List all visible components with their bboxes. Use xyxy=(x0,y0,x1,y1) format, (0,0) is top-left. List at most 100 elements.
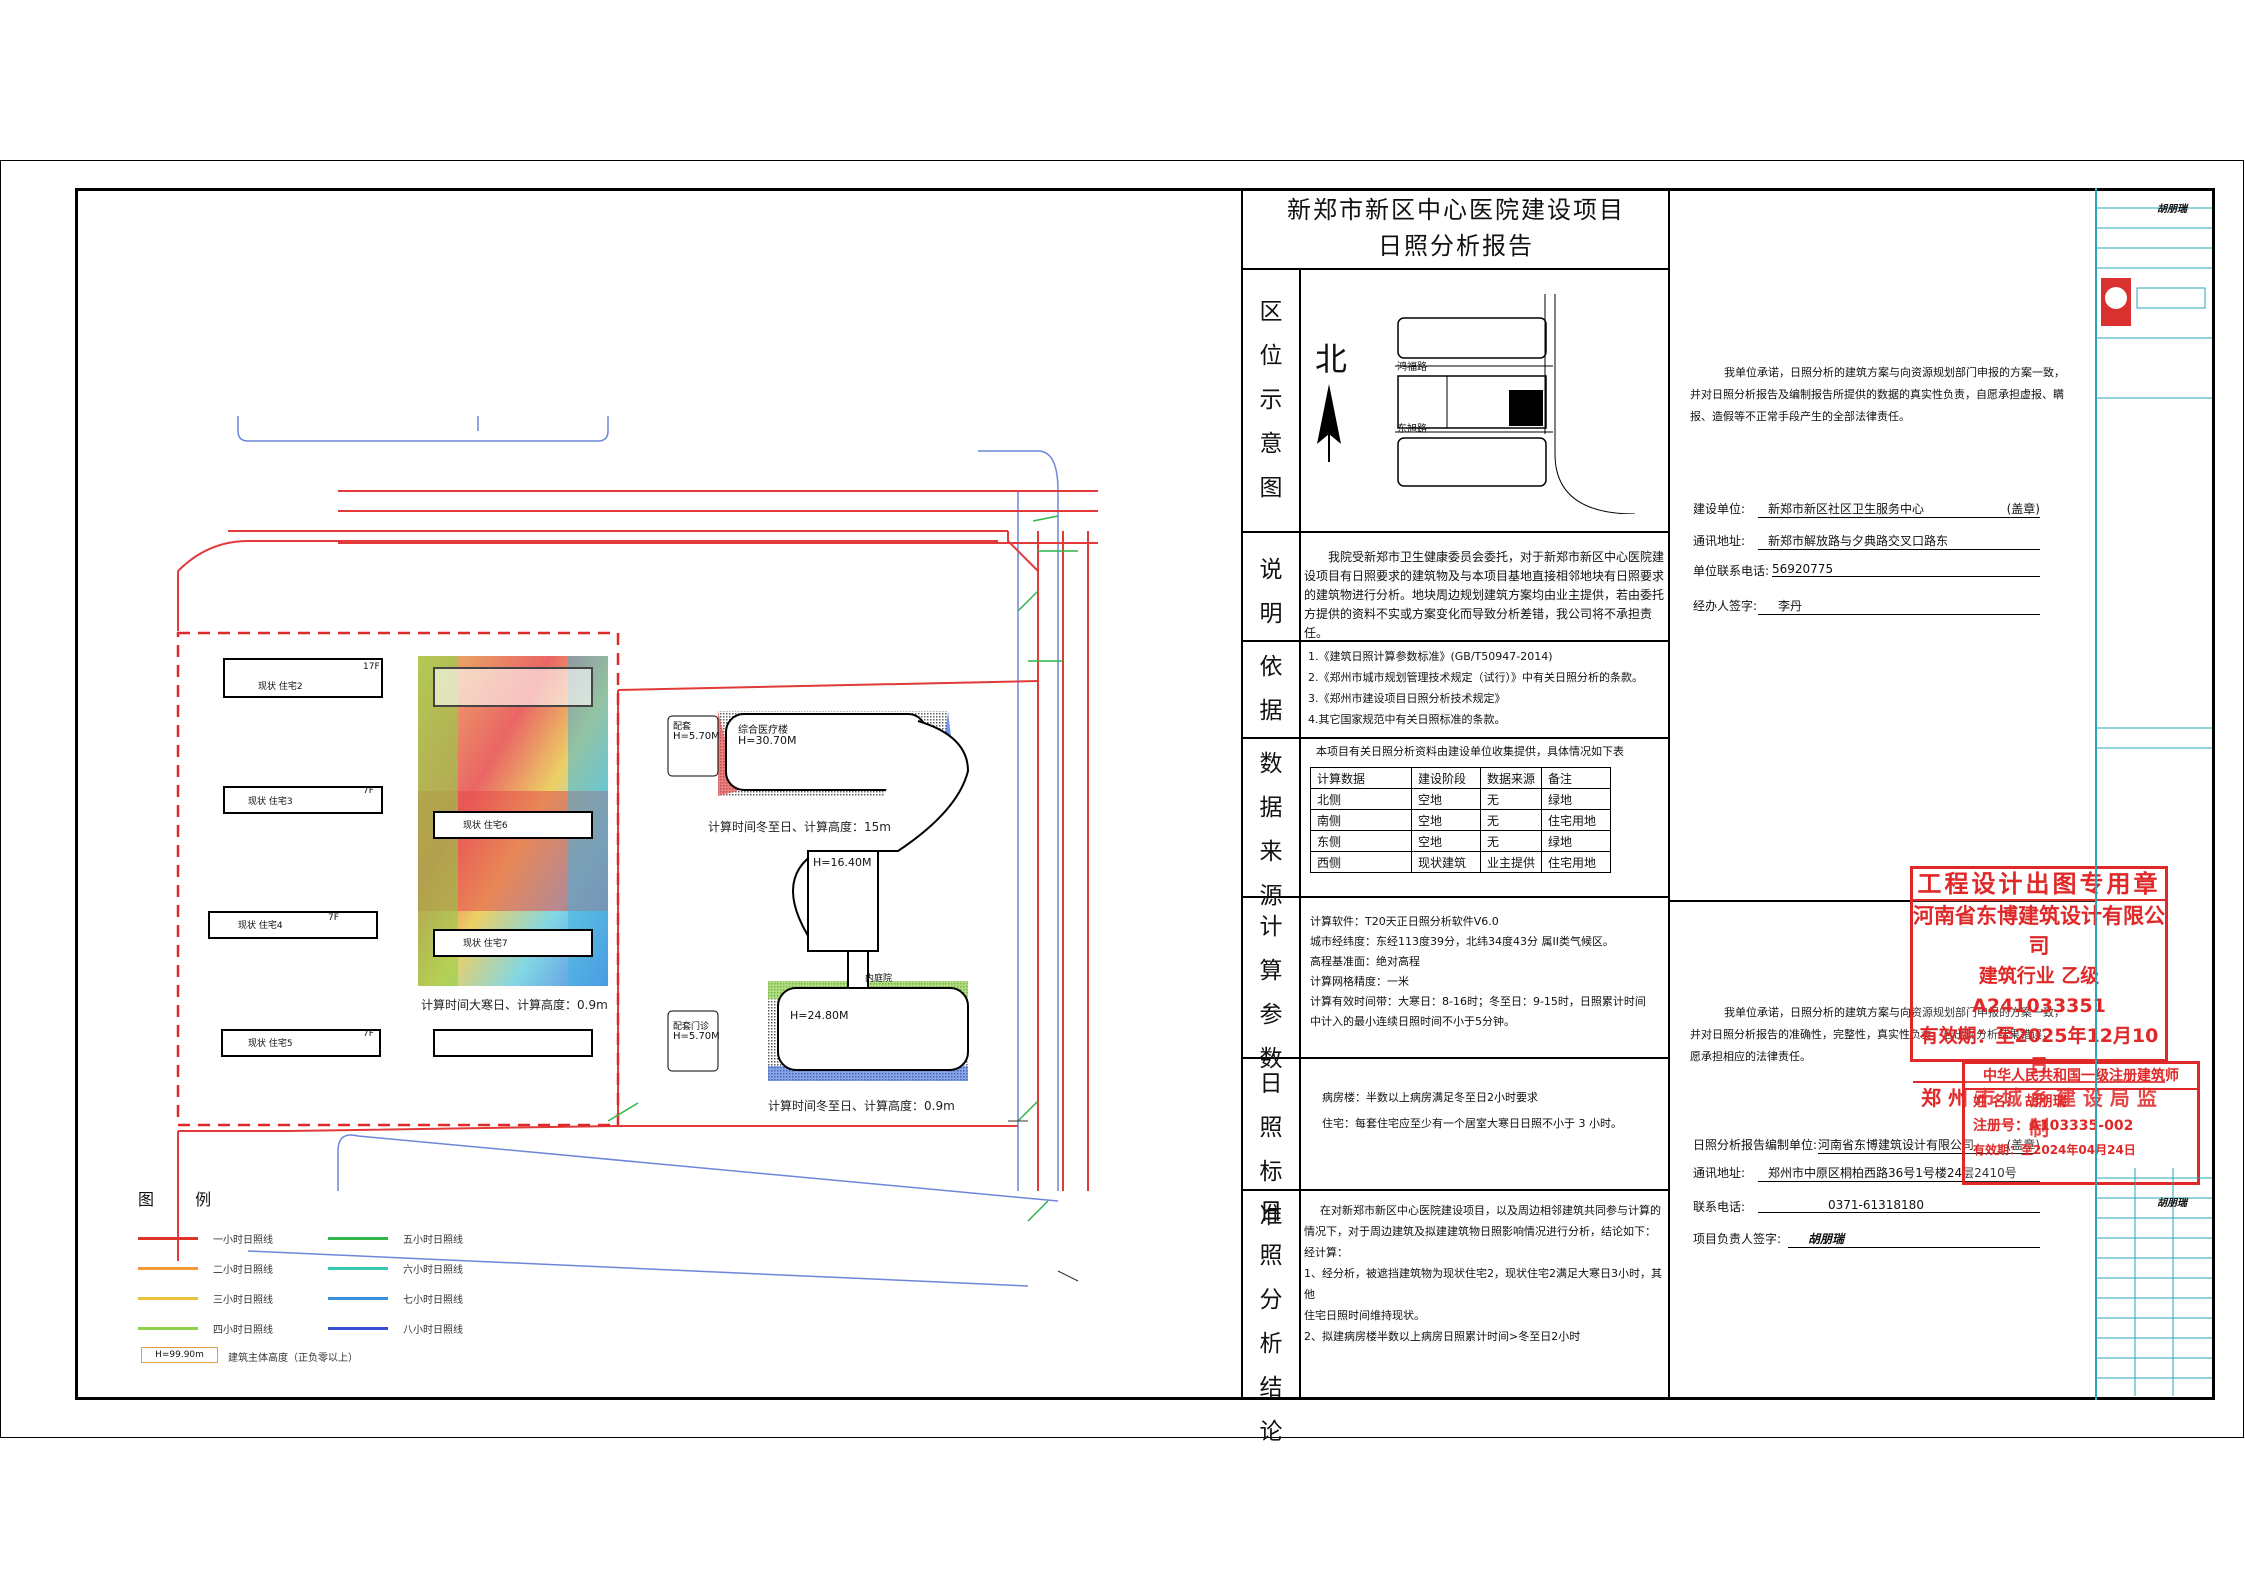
section-description: 说明 xyxy=(1259,557,1283,627)
building-label: 现状 住宅5 xyxy=(248,1039,293,1049)
table-cell: 无 xyxy=(1479,788,1543,810)
legend-label: 三小时日照线 xyxy=(213,1295,273,1306)
table-header: 数据来源 xyxy=(1479,767,1543,789)
legend-swatch xyxy=(138,1327,198,1330)
legend-label: 八小时日照线 xyxy=(403,1325,463,1336)
table-cell: 绿地 xyxy=(1541,788,1612,810)
divider-info xyxy=(1668,188,1670,1400)
row-line xyxy=(1241,896,1669,898)
legend-swatch xyxy=(328,1327,388,1330)
stamp2-title: 中华人民共和国一级注册建筑师 xyxy=(1965,1064,2197,1090)
client-addr-label: 通讯地址: xyxy=(1693,534,1746,548)
table-row: 东侧 空地 无 绿地 xyxy=(1310,830,1612,852)
conclusion-line: 2、拟建病房楼半数以上病房日照累计时间>冬至日2小时 xyxy=(1304,1330,1581,1343)
table-cell: 住宅用地 xyxy=(1541,809,1612,831)
table-header: 备注 xyxy=(1541,767,1612,789)
height-label: H=30.70M xyxy=(738,734,797,747)
stamp-valid: 有效期：至2025年12月10日 xyxy=(1919,1025,2159,1077)
building-residential-3 xyxy=(223,786,383,814)
height-label: H=24.80M xyxy=(790,1009,849,1022)
legend-swatch xyxy=(138,1237,198,1240)
calc-line: 中计入的最小连续日照时间不小于5分钟。 xyxy=(1310,1015,1515,1028)
standard-text: 病房楼：半数以上病房满足冬至日2小时要求 住宅：每套住宅应至少有一个居室大寒日日… xyxy=(1316,1085,1666,1137)
conclusion-line: 在对新郑市新区中心医院建设项目，以及周边相邻建筑共同参与计算的 xyxy=(1320,1204,1661,1217)
architect-seal-stamp: 中华人民共和国一级注册建筑师 姓 名： 胡朋瑞 注册号：A103335-002 … xyxy=(1962,1061,2200,1185)
row-line xyxy=(1241,268,1669,270)
location-map: 北 鸿福路 东旭路 xyxy=(1305,274,1663,526)
legend-label: 一小时日照线 xyxy=(213,1235,273,1246)
conclusion-line: 1、经分析，被遮挡建筑物为现状住宅2，现状住宅2满足大寒日3小时，其他 xyxy=(1304,1267,1662,1301)
table-header: 计算数据 xyxy=(1310,767,1412,789)
table-row: 西侧 现状建筑 业主提供 住宅用地 xyxy=(1310,851,1612,873)
desc-line: 的建筑物进行分析。地块周边规划建筑方案均由业主提供，若由委托 xyxy=(1304,588,1665,602)
desc-line: 方提供的资料不实或方案变化而导致分析差错，我公司将不承担责任。 xyxy=(1304,607,1653,640)
legend-label: 六小时日照线 xyxy=(403,1265,463,1276)
commitment-line: 我单位承诺，日照分析的建筑方案与向资源规划部门申报的方案一致， xyxy=(1724,366,2065,379)
building-residential-8 xyxy=(433,1029,593,1057)
table-cell: 现状建筑 xyxy=(1411,851,1481,873)
section-data-source: 数据来源 xyxy=(1259,751,1283,909)
stamp-authority: 郑 州 市 城 乡 建 设 局 监 制 xyxy=(1913,1081,2165,1143)
row-line xyxy=(1241,640,1669,642)
description-text: 我院受新郑市卫生健康委员会委托，对于新郑市新区中心医院建 设项目有日照要求的建筑… xyxy=(1304,548,1664,643)
table-cell: 空地 xyxy=(1411,809,1481,831)
side-sign-2: 胡朋瑞 xyxy=(2157,1198,2187,1209)
basis-list: 1.《建筑日照计算参数标准》(GB/T50947-2014) 2.《郑州市城市规… xyxy=(1308,646,1668,730)
divider-labels xyxy=(1299,268,1301,1400)
stamp-company: 河南省东博建筑设计有限公司 xyxy=(1913,904,2165,958)
designer-phone-text: 0371-61318180 xyxy=(1828,1198,1924,1212)
floor-label: 7F xyxy=(363,1029,374,1039)
table-cell: 东侧 xyxy=(1310,830,1412,852)
stamp2-name: 姓 名： 胡朋瑞 xyxy=(1973,1094,2067,1110)
stamp-title: 工程设计出图专用章 xyxy=(1913,869,2165,901)
standard-line: 病房楼：半数以上病房满足冬至日2小时要求 xyxy=(1322,1091,1538,1104)
designer-addr-text: 郑州市中原区桐柏西路36号1号楼24层2410号 xyxy=(1768,1166,2017,1180)
building-residential-2 xyxy=(223,658,383,698)
calc-line: 计算有效时间带：大寒日：8-16时；冬至日：9-15时，日照累计时间 xyxy=(1310,995,1646,1008)
basis-item: 4.其它国家规范中有关日照标准的条款。 xyxy=(1308,713,1506,726)
designer-leader-text: 胡朋瑞 xyxy=(1808,1232,1845,1246)
caption-bottom: 计算时间冬至日、计算高度：0.9m xyxy=(768,1099,955,1113)
desc-line: 设项目有日照要求的建筑物及与本项目基地直接相邻地块有日照要求 xyxy=(1304,569,1665,583)
location-sketch xyxy=(1395,294,1636,514)
row-line xyxy=(1241,1189,1669,1191)
client-phone-text: 56920775 xyxy=(1772,562,1834,576)
designer-unit-label: 日照分析报告编制单位: xyxy=(1693,1138,1818,1152)
table-cell: 空地 xyxy=(1411,830,1481,852)
client-unit-text: 新郑市新区社区卫生服务中心 xyxy=(1768,502,1925,516)
conclusion-line: 住宅日照时间维持现状。 xyxy=(1304,1309,1425,1322)
road-label-1: 鸿福路 xyxy=(1397,362,1427,373)
title-line1: 新郑市新区中心医院建设项目 xyxy=(1287,196,1625,224)
height-label: 综合医疗楼 xyxy=(738,725,788,736)
designer-leader-label: 项目负责人签字: xyxy=(1693,1232,1782,1246)
height-label: H=5.70M xyxy=(673,731,720,742)
site-plan: 现状 住宅2 17F 现状 住宅3 7F 现状 住宅4 7F 现状 住宅5 7F… xyxy=(78,191,1240,1397)
building-residential-2-shadow xyxy=(433,667,593,707)
floor-label: 17F xyxy=(363,662,380,672)
building-label: 现状 住宅6 xyxy=(463,821,508,831)
calc-line: 计算网格精度：一米 xyxy=(1310,975,1409,988)
basis-item: 1.《建筑日照计算参数标准》(GB/T50947-2014) xyxy=(1308,650,1553,663)
height-label: 配套门诊 xyxy=(673,1022,710,1032)
client-commitment: 我单位承诺，日照分析的建筑方案与向资源规划部门申报的方案一致， 并对日照分析报告… xyxy=(1690,362,2080,428)
legend-label: 五小时日照线 xyxy=(403,1235,463,1246)
calc-line: 计算软件：T20天正日照分析软件V6.0 xyxy=(1310,915,1499,928)
table-cell: 北侧 xyxy=(1310,788,1412,810)
desc-line: 我院受新郑市卫生健康委员会委托，对于新郑市新区中心医院建 xyxy=(1328,550,1665,564)
building-label: 现状 住宅3 xyxy=(248,797,293,807)
data-table: 计算数据 建设阶段 数据来源 备注 北侧 空地 无 绿地 南侧 空地 无 住宅用… xyxy=(1310,767,1612,873)
designer-commitment: 我单位承诺，日照分析的建筑方案与向资源规划部门申报的方案一致， 并对日照分析报告… xyxy=(1690,1002,2080,1068)
calc-params-text: 计算软件：T20天正日照分析软件V6.0 城市经纬度：东经113度39分，北纬3… xyxy=(1310,912,1666,1032)
title-block-column: 胡朋瑞 胡朋瑞 xyxy=(2095,188,2212,1400)
section-standard: 日照标准 xyxy=(1259,1071,1283,1229)
section-conclusion: 日照分析结论 xyxy=(1259,1199,1283,1445)
commitment-line: 愿承担相应的法律责任。 xyxy=(1690,1050,1811,1063)
calc-line: 城市经纬度：东经113度39分，北纬34度43分 属II类气候区。 xyxy=(1310,935,1614,948)
designer-phone-label: 联系电话: xyxy=(1693,1200,1746,1214)
table-cell: 空地 xyxy=(1411,788,1481,810)
designer-unit-text: 河南省东博建筑设计有限公司 xyxy=(1818,1138,1975,1152)
table-cell: 西侧 xyxy=(1310,851,1412,873)
legend-label: 二小时日照线 xyxy=(213,1265,273,1276)
divider-plan xyxy=(1241,188,1243,1400)
section-basis: 依据 xyxy=(1259,654,1283,724)
